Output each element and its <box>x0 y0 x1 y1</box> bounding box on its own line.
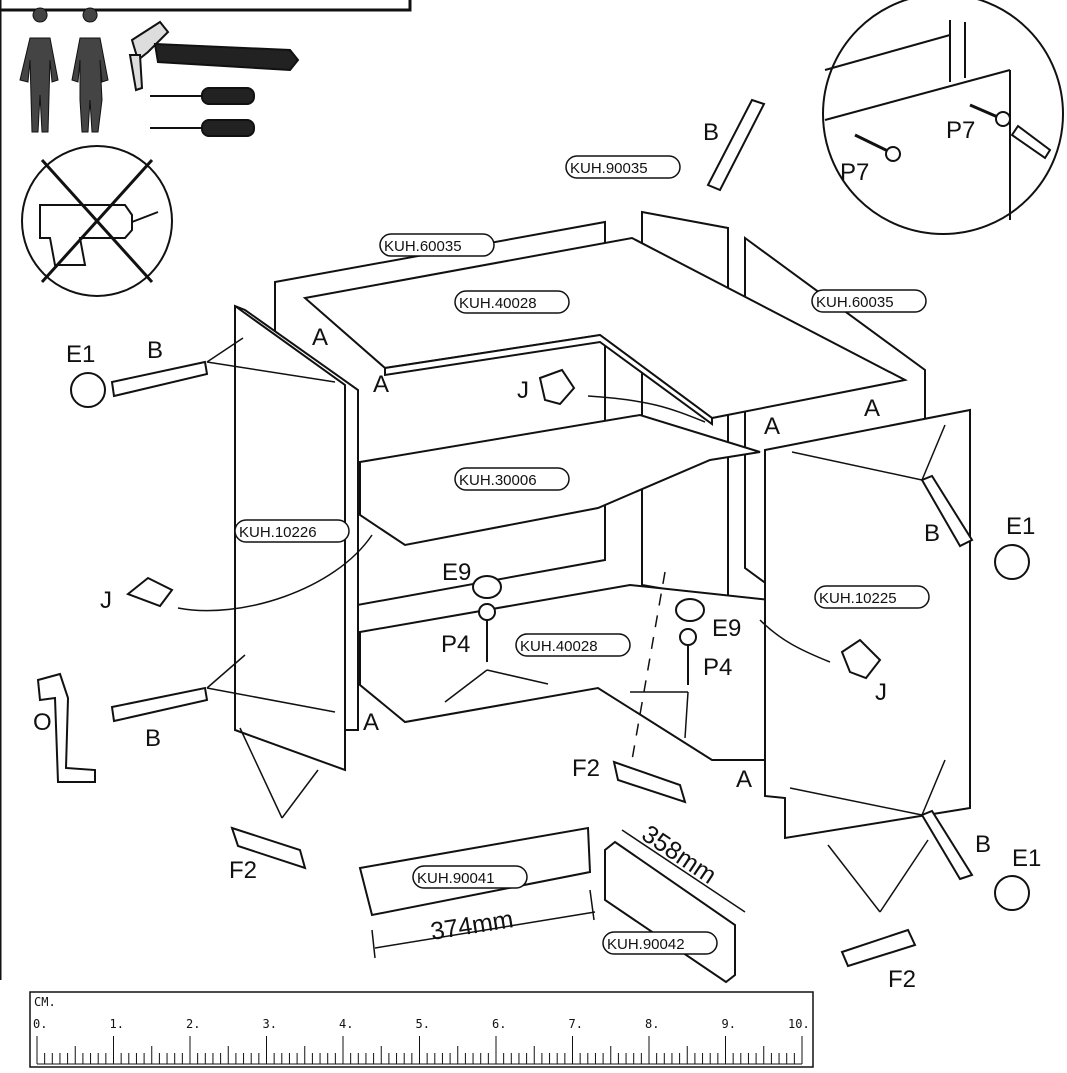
label-j-upper: J <box>517 377 529 404</box>
part-kuh-10226: KUH.10226 <box>239 524 317 541</box>
label-f2-right: F2 <box>888 966 916 993</box>
label-f2-left: F2 <box>229 857 257 884</box>
label-a-6: A <box>736 766 752 793</box>
label-b-upper-left: B <box>147 337 163 364</box>
screwdriver-icon <box>150 87 255 137</box>
bottom-shelf <box>359 583 771 761</box>
part-kuh-40028-bottom: KUH.40028 <box>520 638 598 655</box>
part-kuh-30006: KUH.30006 <box>459 472 537 489</box>
ruler-number: 2. <box>186 1017 200 1031</box>
label-a-5: A <box>363 709 379 736</box>
part-kuh-90035: KUH.90035 <box>570 160 648 177</box>
ruler-number: 3. <box>263 1017 277 1031</box>
label-p7-left: P7 <box>840 159 869 186</box>
ruler-numbers: 0. 1. 2. 3. 4. 5. 6. 7. 8. 9. 10. <box>33 1017 810 1031</box>
right-side-panel <box>764 408 971 840</box>
label-a-3: A <box>864 395 880 422</box>
label-j-left: J <box>100 587 112 614</box>
label-p7-right: P7 <box>946 117 975 144</box>
label-e1-right-upper: E1 <box>1006 513 1035 540</box>
screw-detail-icon <box>822 0 1064 235</box>
ruler-number: 10. <box>788 1017 810 1031</box>
label-j-right: J <box>875 679 887 706</box>
part-kuh-60035-side: KUH.60035 <box>816 294 894 311</box>
ruler-number: 8. <box>645 1017 659 1031</box>
no-power-drill-icon <box>21 145 173 297</box>
label-e1-upper-left: E1 <box>66 341 95 368</box>
ruler <box>29 991 814 1068</box>
label-a-2: A <box>373 371 389 398</box>
hammer-icon <box>128 20 300 92</box>
label-p4-left: P4 <box>441 631 470 658</box>
label-b-top: B <box>703 119 719 146</box>
label-e9-right: E9 <box>712 615 741 642</box>
ruler-number: 0. <box>33 1017 47 1031</box>
label-e1-right-lower: E1 <box>1012 845 1041 872</box>
label-a-1: A <box>312 324 328 351</box>
header-box <box>0 0 412 980</box>
part-kuh-10225: KUH.10225 <box>819 590 897 607</box>
part-kuh-60035-back: KUH.60035 <box>384 238 462 255</box>
label-b-lower-left: B <box>145 725 161 752</box>
ruler-number: 7. <box>569 1017 583 1031</box>
ruler-number: 6. <box>492 1017 506 1031</box>
ruler-number: 1. <box>110 1017 124 1031</box>
label-o: O <box>33 709 52 736</box>
top-shelf <box>302 236 908 426</box>
hardware-parts <box>36 98 1030 968</box>
leader-lines <box>177 337 946 959</box>
dimension-plinth-front: 374mm <box>429 905 516 946</box>
two-persons-icon <box>19 7 109 133</box>
label-p4-right: P4 <box>703 654 732 681</box>
label-a-4: A <box>764 413 780 440</box>
label-f2-middle: F2 <box>572 755 600 782</box>
label-b-right-lower: B <box>975 831 991 858</box>
part-kuh-90042: KUH.90042 <box>607 936 685 953</box>
ruler-number: 5. <box>416 1017 430 1031</box>
ruler-number: 9. <box>722 1017 736 1031</box>
ruler-unit: CM. <box>34 995 56 1009</box>
label-b-right-upper: B <box>924 520 940 547</box>
part-label-pills <box>234 155 930 955</box>
part-kuh-90041: KUH.90041 <box>417 870 495 887</box>
label-e9-left: E9 <box>442 559 471 586</box>
ruler-number: 4. <box>339 1017 353 1031</box>
part-kuh-40028-top: KUH.40028 <box>459 295 537 312</box>
